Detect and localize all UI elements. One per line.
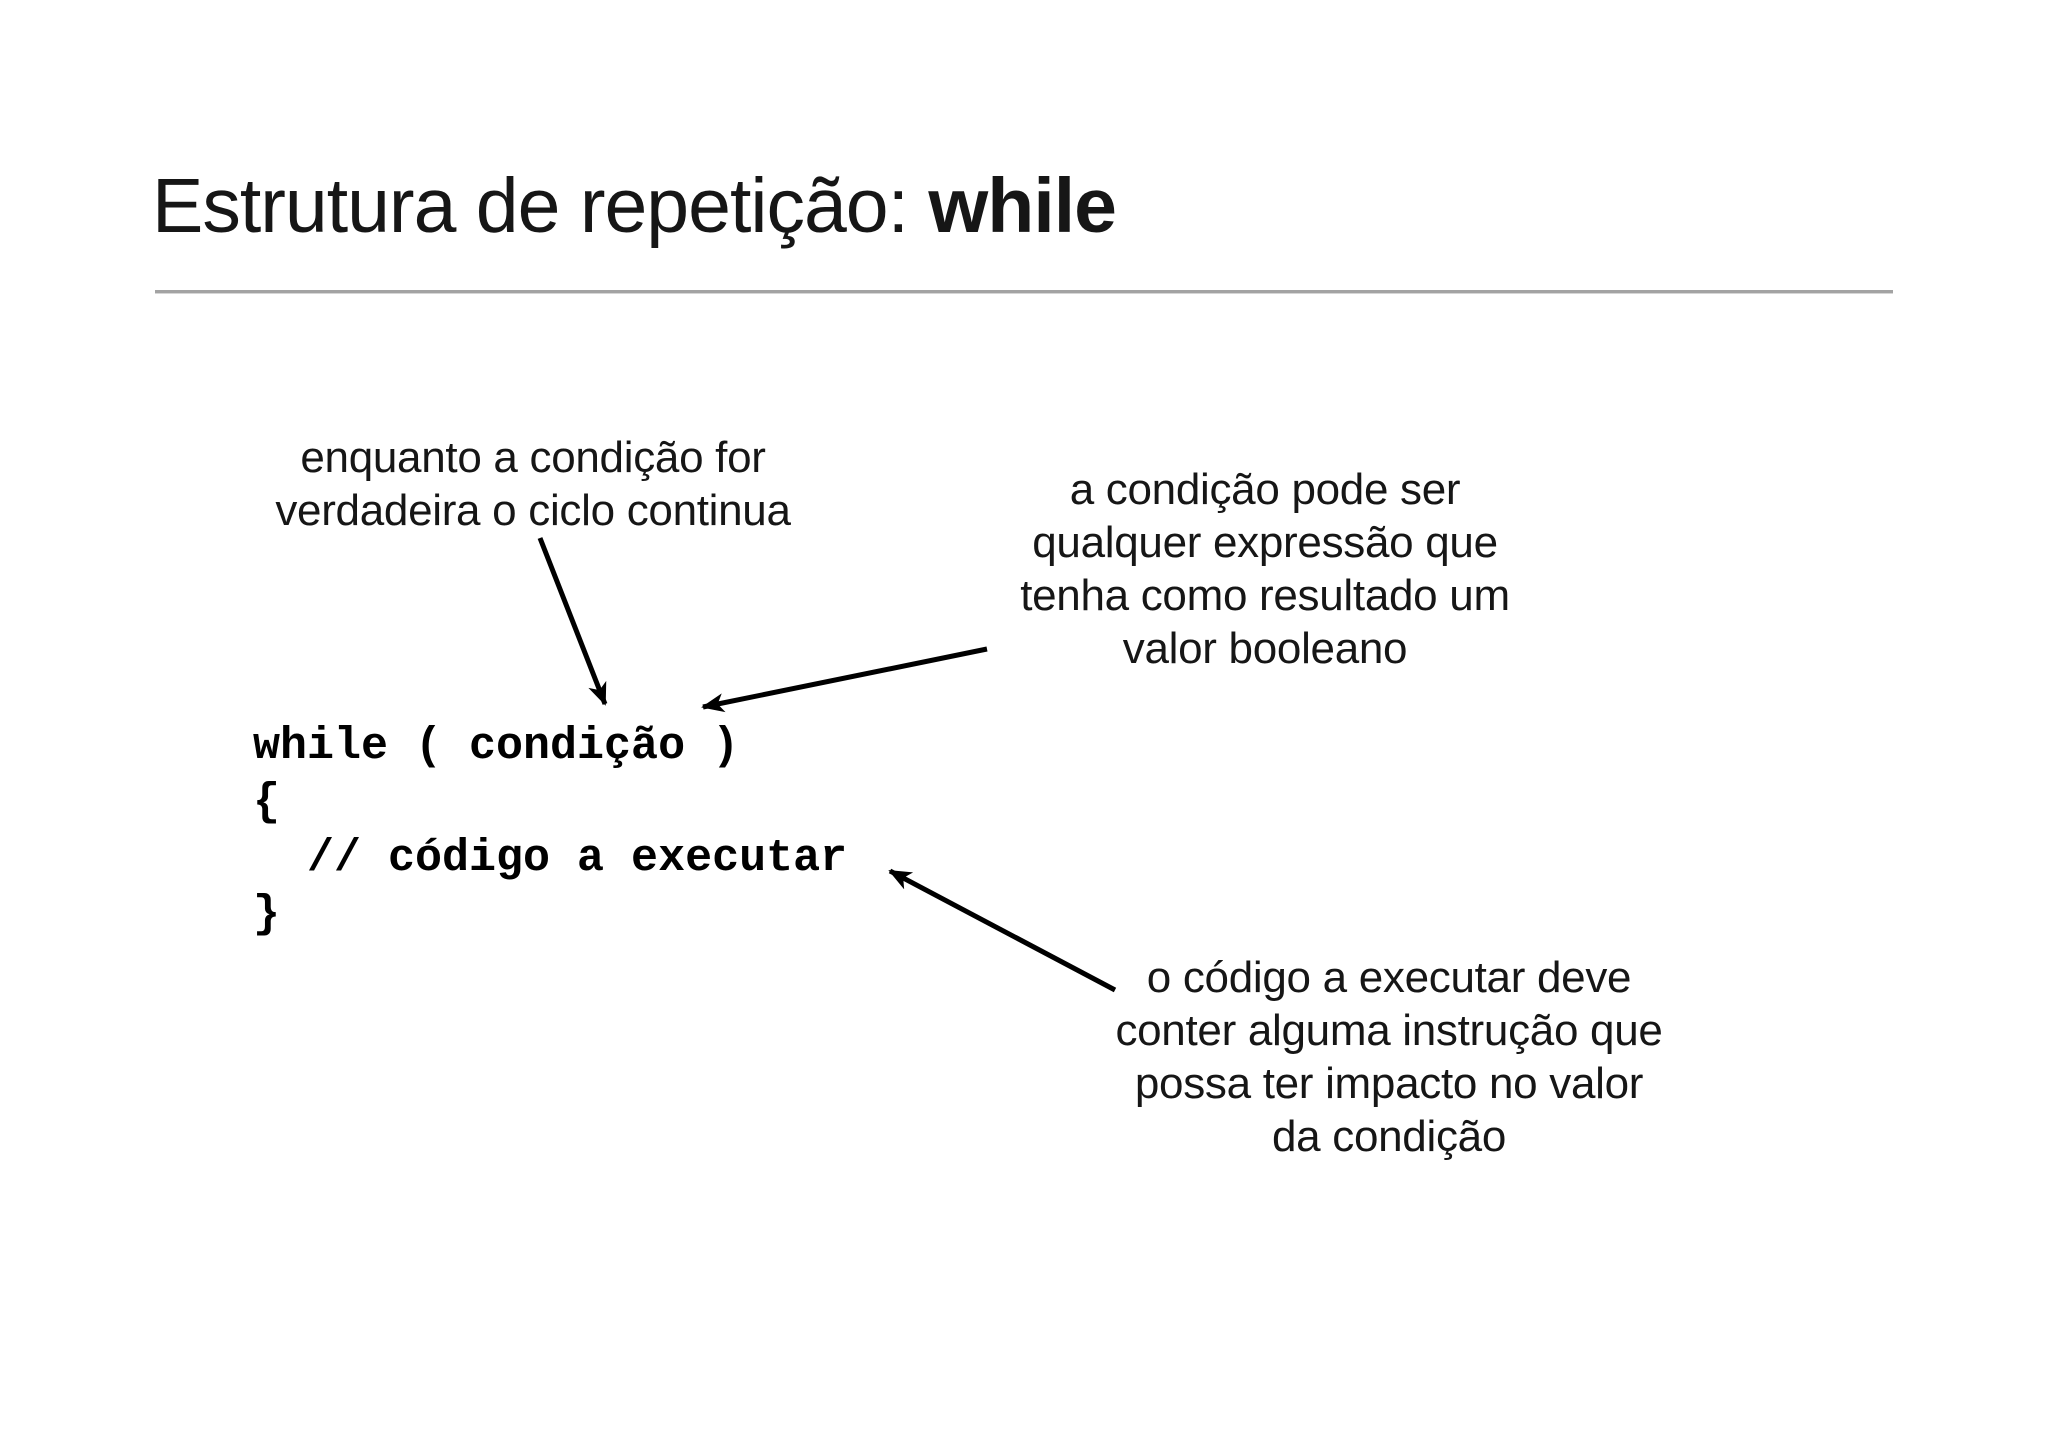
annotation-line: enquanto a condição for [300, 433, 766, 482]
title-keyword: while [928, 163, 1117, 249]
annotation-code-impact: o código a executar deve conter alguma i… [1069, 951, 1709, 1163]
annotation-line: a condição pode ser [1069, 465, 1461, 514]
arrow-expression-to-condition [701, 646, 988, 713]
annotation-line: qualquer expressão que [1032, 518, 1498, 567]
code-line: { [253, 777, 281, 828]
annotation-loop-continues: enquanto a condição for verdadeira o cic… [233, 431, 833, 537]
annotation-line: o código a executar deve [1146, 953, 1632, 1002]
code-line: // código a executar [253, 833, 848, 884]
title-divider [155, 290, 1893, 294]
annotation-line: da condição [1272, 1112, 1506, 1161]
page-title: Estrutura de repetição: while [152, 168, 1117, 245]
code-block: while ( condição ){ // código a executar… [253, 719, 847, 943]
arrow-loop-to-while [537, 537, 608, 706]
annotation-line: possa ter impacto no valor [1134, 1059, 1644, 1108]
annotation-line: tenha como resultado um [1020, 571, 1510, 620]
title-text: Estrutura de repetição: [152, 163, 929, 249]
annotation-line: conter alguma instrução que [1115, 1006, 1663, 1055]
code-line: } [253, 889, 281, 940]
annotation-line: verdadeira o ciclo continua [275, 486, 791, 535]
annotation-line: valor booleano [1122, 624, 1408, 673]
code-line: while ( condição ) [253, 721, 740, 772]
annotation-condition-expression: a condição pode ser qualquer expressão q… [965, 463, 1565, 675]
